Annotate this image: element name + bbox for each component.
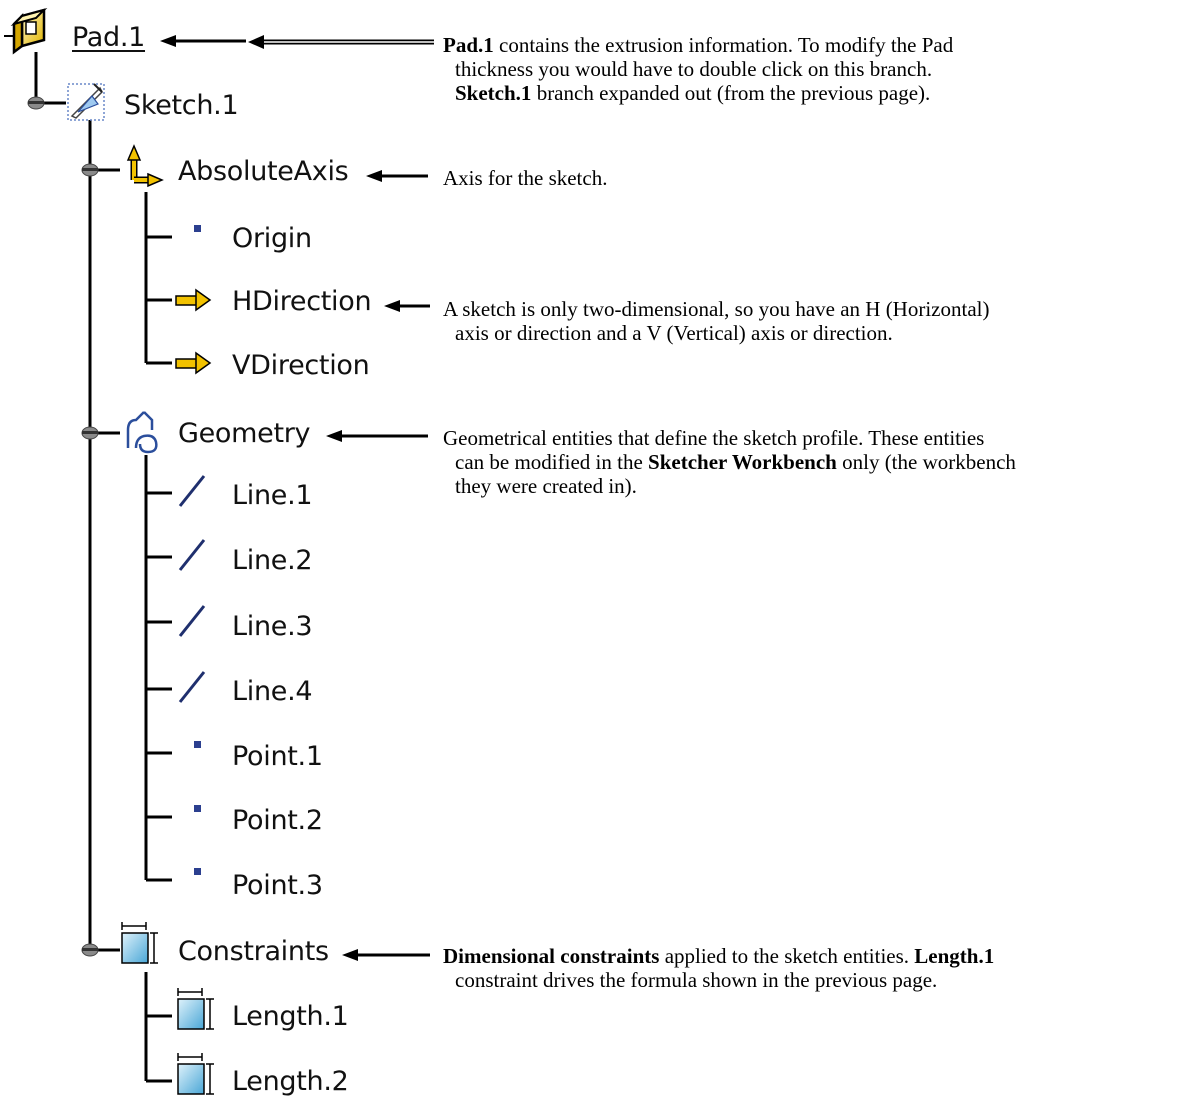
- geometry-note-line2a: can be modified in the: [455, 450, 649, 474]
- constraints-note-line2: constraint drives the formula shown in t…: [455, 968, 938, 992]
- tree-item-constraints-label[interactable]: Constraints: [178, 936, 329, 967]
- geometry-callout-arrow: [326, 430, 428, 442]
- pad-callout-arrow: [160, 35, 434, 49]
- point-1-icon: [194, 741, 201, 748]
- direction-note: A sketch is only two-dimensional, so you…: [443, 297, 989, 345]
- geometry-note: Geometrical entities that define the ske…: [443, 426, 1016, 498]
- line-2-icon: [178, 539, 206, 571]
- tree-item-point-1-label[interactable]: Point.1: [232, 741, 323, 772]
- line-3-icon: [178, 605, 206, 637]
- geometry-expand-knob-icon[interactable]: [81, 426, 99, 440]
- tree-item-point-2-label[interactable]: Point.2: [232, 805, 323, 836]
- tree-item-line-3-label[interactable]: Line.3: [232, 611, 313, 642]
- tree-item-hdirection-label[interactable]: HDirection: [232, 286, 372, 317]
- pad-note-line2: thickness you would have to double click…: [455, 57, 933, 81]
- axis-note-line1: Axis for the sketch.: [443, 166, 608, 190]
- constraints-icon: [121, 922, 158, 964]
- tree-connectors: [34, 52, 172, 1083]
- constraints-expand-knob-icon[interactable]: [81, 943, 99, 957]
- origin-point-icon: [194, 225, 201, 232]
- tree-item-origin-label[interactable]: Origin: [232, 223, 312, 254]
- pad-note-bold: Pad.1: [443, 33, 494, 57]
- direction-note-line1: A sketch is only two-dimensional, so you…: [443, 297, 990, 321]
- constraints-callout-arrow: [342, 949, 430, 961]
- tree-item-point-3-label[interactable]: Point.3: [232, 870, 323, 901]
- geometry-note-bold: Sketcher Workbench: [648, 450, 837, 474]
- constraints-note-line1: applied to the sketch entities.: [659, 944, 915, 968]
- point-3-icon: [194, 868, 201, 875]
- constraints-note: Dimensional constraints applied to the s…: [443, 944, 994, 992]
- absoluteaxis-icon: [126, 144, 164, 188]
- sketch-icon: [67, 83, 105, 121]
- sketch-expand-knob-icon[interactable]: [27, 96, 45, 110]
- axis-note: Axis for the sketch.: [443, 166, 607, 190]
- tree-item-line-4-label[interactable]: Line.4: [232, 676, 313, 707]
- pad-note-line1: contains the extrusion information. To m…: [493, 33, 954, 57]
- absoluteaxis-callout-arrow: [366, 170, 428, 182]
- tree-item-length-2-label[interactable]: Length.2: [232, 1066, 349, 1097]
- line-1-icon: [178, 475, 206, 507]
- tree-item-geometry-label[interactable]: Geometry: [178, 418, 311, 449]
- hdirection-callout-arrow: [384, 300, 430, 312]
- hdirection-icon: [175, 288, 212, 312]
- tree-item-absoluteaxis-label[interactable]: AbsoluteAxis: [178, 156, 349, 187]
- tree-item-line-2-label[interactable]: Line.2: [232, 545, 313, 576]
- constraints-note-bold: Dimensional constraints: [443, 944, 660, 968]
- absoluteaxis-expand-knob-icon[interactable]: [81, 163, 99, 177]
- sketch-note-bold: Sketch.1: [455, 81, 532, 105]
- tree-item-vdirection-label[interactable]: VDirection: [232, 350, 370, 381]
- geometry-icon: [126, 411, 158, 454]
- vdirection-icon: [175, 351, 212, 375]
- constraints-note-bold2: Length.1: [914, 944, 995, 968]
- pad-note: Pad.1 contains the extrusion information…: [443, 33, 953, 105]
- tree-item-pad-label[interactable]: Pad.1: [72, 22, 146, 53]
- line-4-icon: [178, 671, 206, 703]
- geometry-note-line2b: only (the workbench: [836, 450, 1016, 474]
- pad-icon: [4, 8, 48, 55]
- pad-note-line3: branch expanded out (from the previous p…: [531, 81, 931, 105]
- geometry-note-line3: they were created in).: [455, 474, 637, 498]
- geometry-note-line1: Geometrical entities that define the ske…: [443, 426, 985, 450]
- expand-knob-icons[interactable]: [27, 96, 99, 957]
- direction-note-line2: axis or direction and a V (Vertical) axi…: [455, 321, 893, 345]
- tree-item-length-1-label[interactable]: Length.1: [232, 1001, 349, 1032]
- length-2-icon: [177, 1053, 214, 1095]
- tree-item-sketch-label[interactable]: Sketch.1: [124, 90, 239, 121]
- tree-item-line-1-label[interactable]: Line.1: [232, 480, 313, 511]
- point-2-icon: [194, 805, 201, 812]
- length-1-icon: [177, 988, 214, 1030]
